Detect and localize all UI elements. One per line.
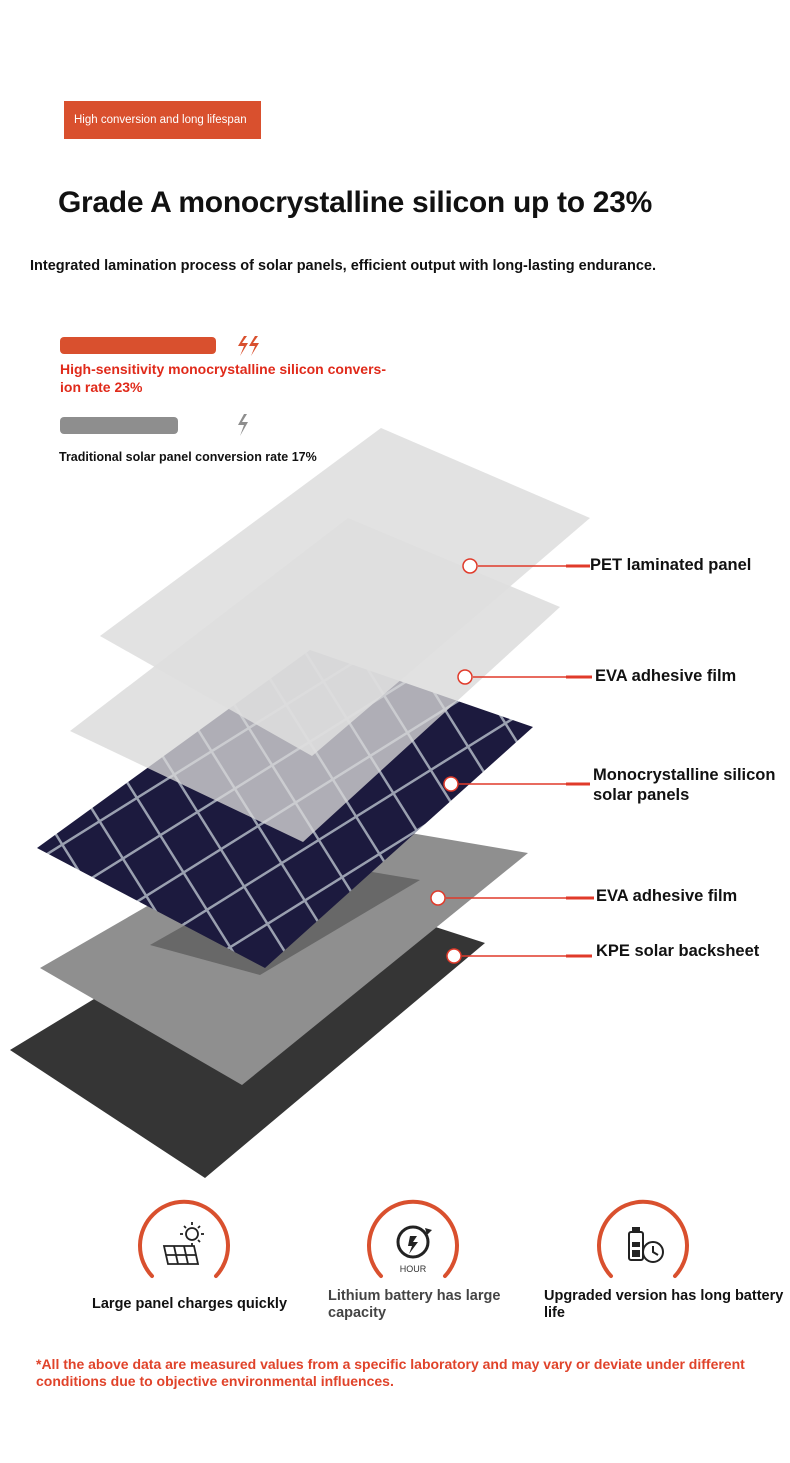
disclaimer-note: *All the above data are measured values … — [36, 1356, 776, 1390]
disclaimer-line2: conditions due to objective environmenta… — [36, 1373, 394, 1389]
feature-label-upgraded-line2: life — [544, 1305, 565, 1321]
page-title: Grade A monocrystalline silicon up to 23… — [58, 186, 652, 219]
callout-eva-lower — [430, 890, 594, 906]
callout-eva-upper — [457, 669, 592, 685]
layer-label-kpe: KPE solar backsheet — [596, 942, 760, 960]
high-conversion-bar — [60, 337, 216, 354]
disclaimer-line1: *All the above data are measured values … — [36, 1356, 745, 1372]
layer-label-mono-line1: Monocrystalline silicon — [593, 766, 776, 784]
callout-kpe — [446, 948, 592, 964]
layer-label-eva-lower: EVA adhesive film — [596, 887, 738, 905]
callout-mono-silicon — [443, 776, 590, 792]
high-conversion-label-line1: High-sensitivity monocrystalline silicon… — [60, 361, 386, 377]
layer-label-eva-upper: EVA adhesive film — [595, 667, 737, 685]
traditional-conversion-label: Traditional solar panel conversion rate … — [59, 450, 317, 464]
feature-label-lithium: Lithium battery has large capacity — [328, 1288, 500, 1322]
feature-label-lithium-line2: capacity — [328, 1305, 387, 1321]
page-subtitle: Integrated lamination process of solar p… — [30, 258, 656, 274]
layer-label-mono-silicon: Monocrystalline silicon solar panels — [593, 765, 775, 805]
feature-label-lithium-line1: Lithium battery has large — [328, 1288, 501, 1304]
layer-label-mono-line2: solar panels — [593, 786, 690, 804]
feature-tag: High conversion and long lifespan — [64, 101, 261, 139]
feature-label-large-panel: Large panel charges quickly — [92, 1296, 288, 1312]
pet-laminated-layer — [100, 428, 590, 756]
high-conversion-label: High-sensitivity monocrystalline silicon… — [60, 360, 405, 396]
callout-pet — [462, 558, 590, 574]
high-conversion-label-line2: ion rate 23% — [60, 379, 143, 395]
layer-label-pet: PET laminated panel — [590, 556, 752, 574]
feature-label-upgraded-line1: Upgraded version has long battery — [544, 1288, 784, 1304]
traditional-conversion-bar — [60, 417, 178, 434]
feature-label-upgraded: Upgraded version has long battery life — [544, 1288, 783, 1322]
